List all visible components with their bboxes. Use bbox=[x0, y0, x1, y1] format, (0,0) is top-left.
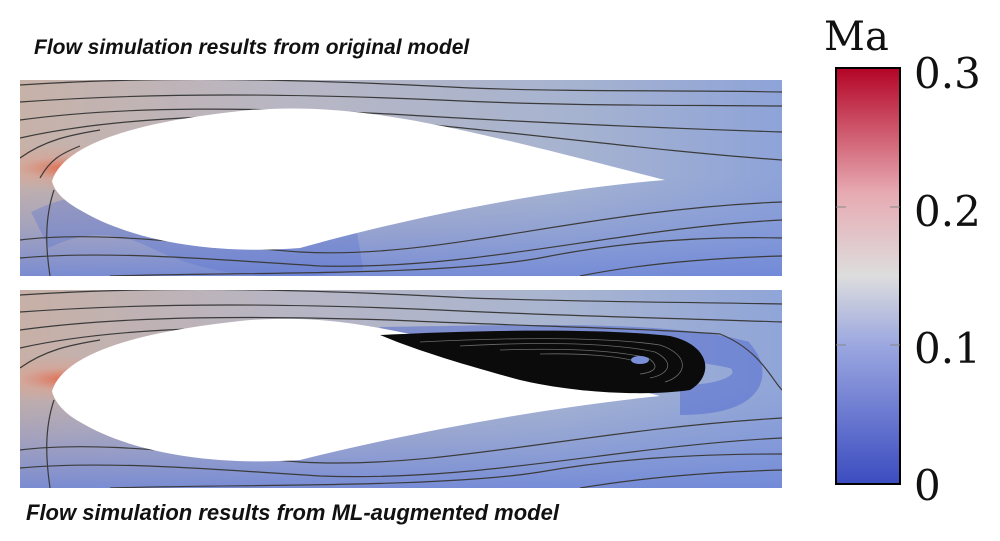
mach-colorbar: Ma 0.3 0.2 0.1 0 bbox=[818, 0, 1000, 541]
colorbar-tick-0.1: 0.1 bbox=[914, 324, 981, 373]
colorbar-unit-label: Ma bbox=[824, 14, 889, 60]
colorbar-tick-0.2: 0.2 bbox=[914, 187, 981, 236]
airfoil-bottom bbox=[52, 318, 660, 462]
bottom-caption: Flow simulation results from ML-augmente… bbox=[26, 500, 559, 525]
original-model-flow-panel bbox=[20, 80, 782, 276]
ml-augmented-flow-panel bbox=[20, 290, 782, 488]
colorbar-tick-0.3: 0.3 bbox=[914, 49, 981, 98]
colorbar-tick-0: 0 bbox=[914, 461, 941, 510]
separation-bubble bbox=[380, 330, 706, 394]
streamlines-top bbox=[20, 80, 782, 276]
top-caption: Flow simulation results from original mo… bbox=[34, 36, 470, 59]
colorbar-gradient bbox=[835, 67, 901, 485]
airfoil-top bbox=[52, 108, 665, 250]
